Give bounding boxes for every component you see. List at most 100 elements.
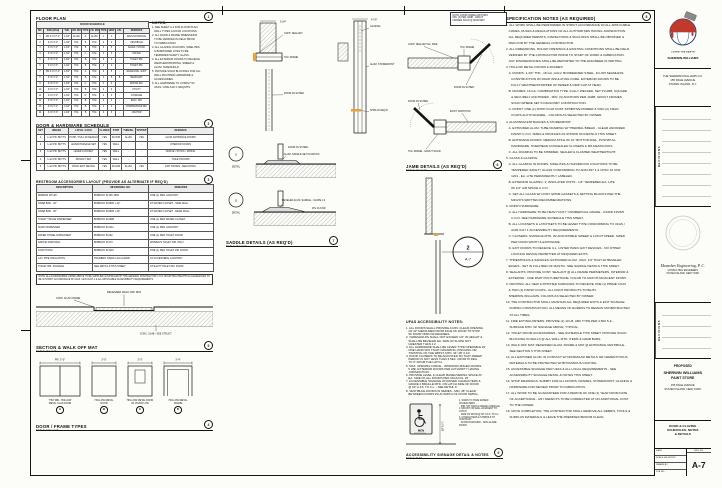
signage-notes: 1. SIGNS TO HAVE RAISED CHARACTERS MIN. … [459, 400, 501, 427]
saddle-bubble: 7 [329, 236, 338, 245]
logo-caption: COVER THE EARTH [671, 51, 695, 54]
signage-detail-drawing: MEN 60" A.F.F. [406, 403, 456, 445]
revisions-rule-lines-2 [662, 305, 711, 358]
door-d-mark: D [174, 406, 182, 414]
project-line-1: PROPOSED [673, 364, 692, 368]
saddle-2-floor-label: FIN. FLOOR [312, 207, 326, 210]
engineer-section: Mavashev Engineering, P. C. CONSULTING E… [655, 206, 711, 302]
saddle-1-label: DETAIL [232, 166, 241, 169]
notes-body: 1. SEE SHEET A-1 FOR FLOOR PLAN, WALL TY… [152, 26, 201, 90]
jamb-1-label-3: DOOR AS SCHED. [454, 86, 475, 89]
saddle-scale: SCALE: 3" = 1'-0" [226, 245, 247, 248]
door-a-label: "HM" DBL. HOLLOW METAL CLAD DOOR [48, 399, 72, 405]
walkoff-mat-label: RECESSED WALK-OFF MAT [107, 290, 142, 294]
project-section: PROPOSED SHERWIN WILLIAMS PAINT STORE 15… [655, 358, 711, 420]
walkoff-scale: SCALE: 3" = 1'-0" [36, 350, 57, 353]
sheet-number-label: DWG. NO. [687, 449, 711, 453]
binding-mark [21, 160, 30, 161]
door-c-label: HOLLOW METAL DOOR W/ VISION LITE [126, 399, 154, 405]
door-b-mark: B [100, 406, 108, 414]
saddle-detail-drawing-1: 1 DETAIL DOOR AS SCHED. ALUM. SADDLE SET… [228, 143, 336, 178]
logo-section: COVER THE EARTH SHERWIN-WILLIAMS [655, 10, 711, 68]
walkoff-title: SECTION & WALK OFF MAT [36, 345, 98, 350]
head-detail-1-dim: 5-3/4" [280, 21, 286, 24]
walkoff-frame-label: CONT. ALUM. FRAME [56, 297, 80, 300]
head-detail-drawing-2: 4-7/8" GLAZING ALUM. STOREFRONT SHIM AS … [337, 19, 395, 134]
door-b-label: HOLLOW METAL DOOR [94, 399, 114, 405]
specs-body: 1. ALL WORK SHALL BE PERFORMED IN STRICT… [506, 23, 633, 420]
signage-bubble: 9 [494, 448, 503, 457]
sheet-fields: DATE: SCALE: AS NOTED DRAWN BY: JOB NO.: [655, 449, 686, 476]
head-detail-2-dim: 4-7/8" [371, 19, 377, 22]
jamb-2-label-1: EXIST. PARTITION [450, 110, 471, 113]
drawing-title: DOOR & GLAZING SCHEDULES, NOTES & DETAIL… [667, 423, 699, 437]
jamb-scale: SCALE: 3" = 1'-0" [406, 169, 427, 172]
head-detail-1-label-1: CONT. SEALANT [284, 32, 303, 35]
door-types-scale: SCALE: 1/4" = 1'-0" [36, 429, 59, 432]
sherwin-williams-logo: COVER THE EARTH SHERWIN-WILLIAMS [668, 11, 699, 60]
saddle-1-tag: 1 [235, 153, 237, 157]
jamb-detail-drawing-2: EXIST. PARTITION H.M. FRAME - GROUT SOLI… [408, 100, 497, 153]
saddle-2-label: DETAIL [232, 212, 241, 215]
saddle-2-note: BEVELED ALUM. SADDLE - SLOPE 1:2 [282, 199, 326, 202]
sign-room-text: MEN [418, 429, 424, 433]
specs-bubble: 8 [642, 12, 651, 21]
jamb-note-box: NOTE: DOOR FRAME ANCHORS MIN. (3) PER JA… [450, 12, 507, 26]
head-detail-1-label-2: H.M. FRAME [284, 56, 298, 59]
walkoff-titlebar: SECTION & WALK OFF MAT 5 [36, 341, 213, 352]
door-frame-types-drawing: PR. 3'-0" 3'-0" 3'-0" 3'-4" [39, 358, 193, 397]
field-job-no: JOB NO.: [656, 470, 666, 473]
detail-callout-number: 2 [466, 246, 469, 252]
door-d-label: HOLLOW METAL FRAME [168, 399, 188, 405]
saddle-1-door-label: DOOR AS SCHED. [288, 146, 309, 149]
jamb-1-label-2: CONT. SEALANT EA. SIDE [408, 43, 438, 46]
saddle-titlebar: SADDLE DETAILS (AS REQ'D) 7 [226, 236, 338, 247]
door-d-dim: 3'-4" [175, 358, 180, 362]
signage-titlebar: ACCESSIBILITY SIGNAGE DETAIL & NOTES 9 [406, 448, 503, 459]
notes-title: NOTES: [152, 21, 167, 25]
engineer-address: CONSULTING ENGINEERS STATEN ISLAND, NEW … [666, 269, 700, 276]
revisions-rule-lines [662, 109, 711, 206]
revisions-section-2: REVISIONS [655, 302, 711, 358]
project-address: 155 PAGE AVENUE STATEN ISLAND, NEW YORK [664, 384, 702, 392]
field-scale: SCALE: AS NOTED [655, 456, 686, 463]
hardware-title: DOOR & HARDWARE SCHEDULE [36, 123, 110, 128]
revisions-section-1: REVISIONS [655, 106, 711, 206]
jamb-2-label-3: DOOR AS SCHED. [408, 100, 429, 103]
door-types-title: DOOR / FRAME TYPES [36, 424, 87, 429]
restroom-note: NOTE: ALL ACCESSORIES LISTED ABOVE TO BE… [36, 273, 213, 285]
door-schedule-caption: DOOR SCHEDULE [36, 21, 149, 28]
signage-title: ACCESSIBILITY SIGNAGE DETAIL & NOTES [406, 453, 489, 457]
sign-mounting-dim: 60" A.F.F. [442, 421, 445, 431]
sheet-number: A-7 [691, 459, 706, 470]
saddle-title: SADDLE DETAILS (AS REQ'D) [226, 240, 293, 245]
walkoff-mat-section-drawing: RECESSED WALK-OFF MAT CONT. ALUM. FRAME … [36, 290, 213, 336]
saddle-detail-drawing-2: 2 DETAIL BEVELED ALUM. SADDLE - SLOPE 1:… [228, 190, 336, 226]
jamb-detail-drawing-1: H.M. FRAME CONT. SEALANT EA. SIDE DOOR A… [407, 38, 495, 89]
jamb-1-label-1: H.M. FRAME [460, 46, 474, 49]
brand-name: SHERWIN-WILLIAMS [668, 56, 699, 60]
border-tick [222, 6, 223, 15]
door-schedule: DOOR SCHEDULE NO.SIZE (WxH)THK.DR. MATLT… [36, 21, 150, 117]
restroom-title: RESTROOM ACCESSORIES LAYOUT (PROVIDE AS … [36, 180, 168, 184]
client-section: THE SHERWIN-WILLIAMS CO. 155 PAGE AVENUE… [655, 68, 711, 106]
head-detail-2-label-3: SHIM AS REQ'D [370, 109, 388, 112]
ufas-title: UFAS ACCESSIBILITY NOTES: [406, 320, 464, 324]
field-date: DATE: [655, 449, 686, 456]
ufas-body: 1. ALL DOORS SHALL PROVIDE A MIN. CLEAR … [406, 326, 486, 396]
signage-scale: SCALE: N.T.S. [406, 457, 424, 460]
project-line-3: PAINT STORE [671, 376, 695, 380]
field-drawn-by: DRAWN BY: [655, 463, 686, 470]
floor-plan-bubble: 1 [204, 12, 213, 21]
door-a-mark: A [56, 406, 64, 414]
door-c-dim: 3'-0" [137, 358, 142, 362]
jamb-titlebar: JAMB DETAILS (AS REQ'D) 6 [406, 160, 502, 171]
saddle-1-note: ALUM. SADDLE SET IN MASTIC [284, 153, 320, 156]
